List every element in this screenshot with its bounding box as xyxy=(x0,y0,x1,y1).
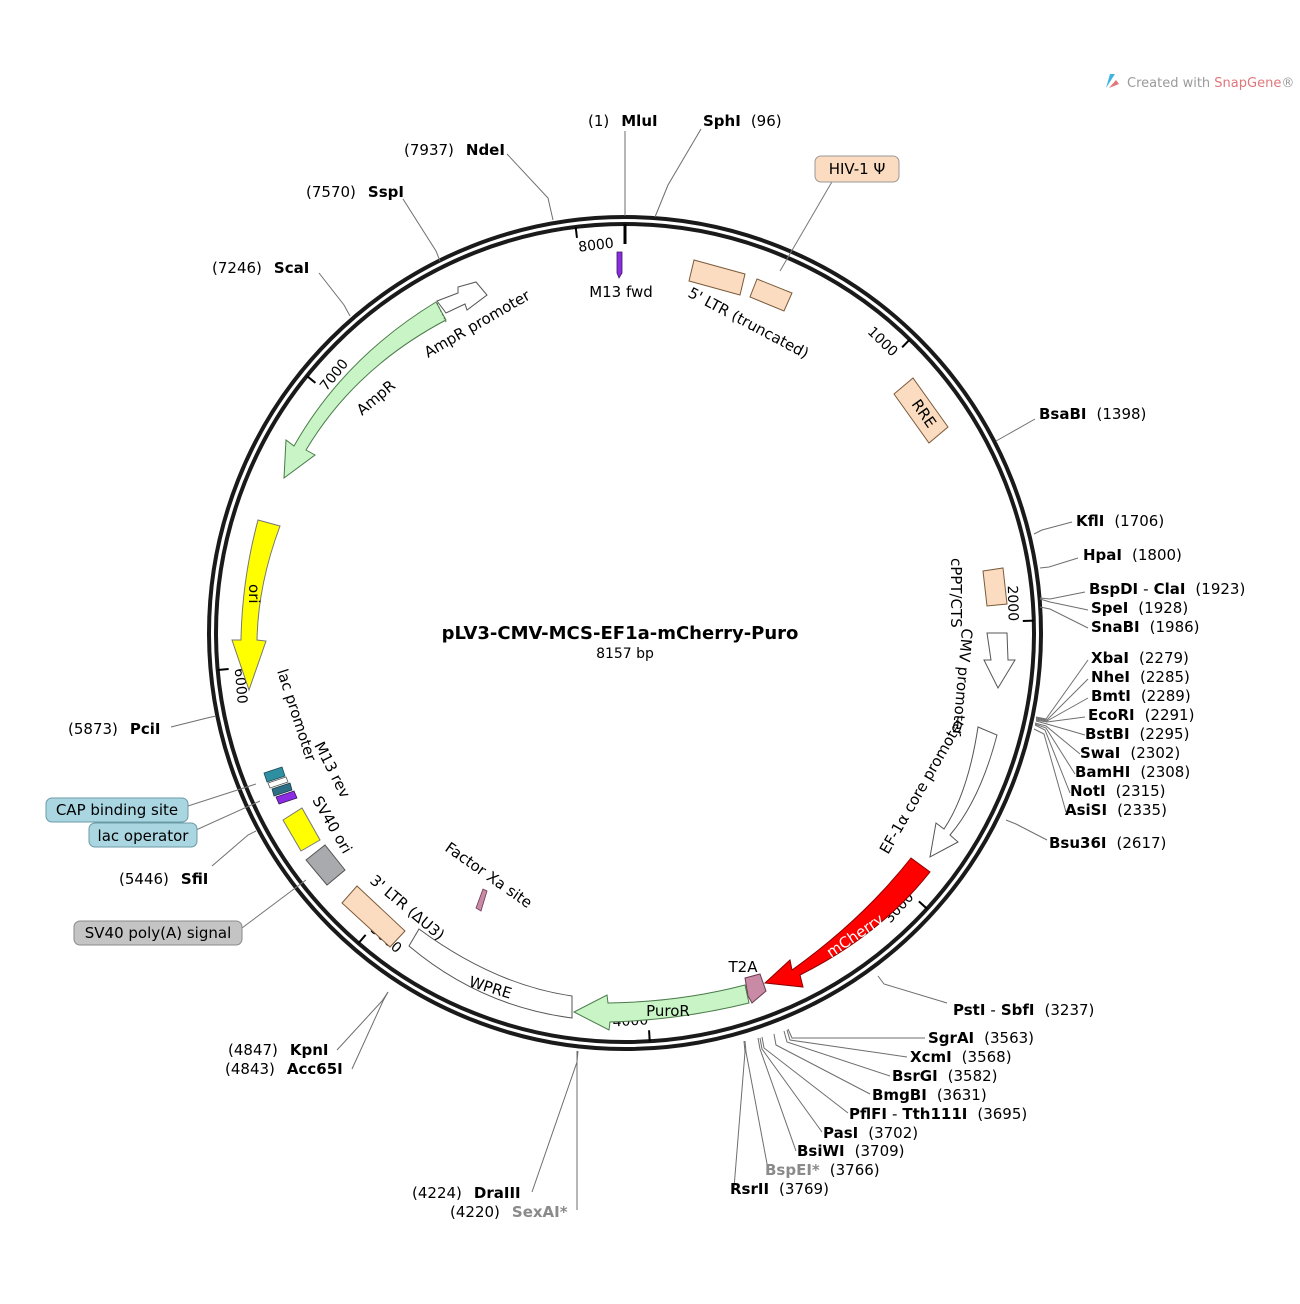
feature-ori[interactable]: ori xyxy=(232,520,280,690)
enzyme-sphi[interactable]: SphI(96) xyxy=(703,112,782,130)
enzyme-bsiwi[interactable]: BsiWI(3709) xyxy=(797,1142,905,1160)
label-sv40-ori: SV40 ori xyxy=(309,793,356,857)
enzyme-swai[interactable]: SwaI(2302) xyxy=(1080,744,1180,762)
enzyme-ndei[interactable]: (7937)NdeI xyxy=(404,141,505,159)
enzyme-mlui[interactable]: (1)MluI xyxy=(588,112,658,130)
enzyme-bsabi[interactable]: BsaBI(1398) xyxy=(1039,405,1146,423)
enzyme-bspdi-clai[interactable]: BspDI-ClaI(1923) xyxy=(1089,580,1245,598)
feature-sv40-polya[interactable]: SV40 poly(A) signal xyxy=(74,880,306,945)
tick-5000 xyxy=(358,935,365,943)
snapgene-logo-icon xyxy=(1106,74,1119,88)
enzyme-sspi[interactable]: (7570)SspI xyxy=(306,183,404,201)
tick-3000 xyxy=(919,901,927,908)
label-puror: PuroR xyxy=(646,1002,690,1020)
enzyme-bstbi[interactable]: BstBI(2295) xyxy=(1085,725,1189,743)
label-m13-rev: M13 rev xyxy=(310,739,354,801)
enzyme-acc65i[interactable]: (4843)Acc65I xyxy=(225,1060,343,1078)
enzyme-psti-sbfi[interactable]: PstI-SbfI(3237) xyxy=(953,1001,1094,1019)
label-5-ltr: 5' LTR (truncated) xyxy=(685,284,812,363)
enzyme-pasi[interactable]: PasI(3702) xyxy=(823,1124,918,1142)
feature-wpre[interactable]: WPRE xyxy=(409,929,572,1018)
feature-rre[interactable]: RRE xyxy=(894,378,948,443)
enzyme-snabi[interactable]: SnaBI(1986) xyxy=(1091,618,1200,636)
label-hiv1-psi: HIV-1 Ψ xyxy=(829,160,886,178)
tick-1000 xyxy=(902,339,910,347)
snapgene-credit: Created with SnapGene® xyxy=(1106,74,1294,91)
label-cppt-cts: cPPT/CTS xyxy=(947,558,965,628)
plasmid-size: 8157 bp xyxy=(596,646,654,662)
enzyme-bamhi[interactable]: BamHI(2308) xyxy=(1075,763,1190,781)
tick-7000 xyxy=(307,376,316,383)
enzyme-xcmi[interactable]: XcmI(3568) xyxy=(910,1048,1012,1066)
tick-4000 xyxy=(649,1030,650,1041)
enzyme-bsu36i[interactable]: Bsu36I(2617) xyxy=(1049,834,1166,852)
feature-puror[interactable]: PuroR xyxy=(574,985,749,1030)
label-ef1a-promoter: EF-1α core promoter xyxy=(876,713,969,857)
enzyme-bspei[interactable]: BspEI*(3766) xyxy=(765,1161,880,1179)
enzyme-hpai[interactable]: HpaI(1800) xyxy=(1083,546,1182,564)
feature-3-ltr[interactable]: 3' LTR (ΔU3) xyxy=(342,871,448,947)
enzyme-xbai[interactable]: XbaI(2279) xyxy=(1091,649,1189,667)
feature-mcherry[interactable]: mCherry xyxy=(765,858,930,987)
feature-5-ltr[interactable]: 5' LTR (truncated) xyxy=(685,260,812,362)
enzyme-scai[interactable]: (7246)ScaI xyxy=(212,259,309,277)
tick-8000 xyxy=(576,227,577,238)
enzyme-bsrgi[interactable]: BsrGI(3582) xyxy=(892,1067,998,1085)
label-sv40-polya: SV40 poly(A) signal xyxy=(85,924,231,942)
feature-factor-xa[interactable]: Factor Xa site xyxy=(442,839,536,912)
credit-brand: SnapGene xyxy=(1214,76,1281,91)
enzyme-nhei[interactable]: NheI(2285) xyxy=(1091,668,1190,686)
feature-cap-binding-site[interactable]: CAP binding site xyxy=(46,784,256,822)
credit-prefix: Created with xyxy=(1127,76,1214,91)
enzyme-pcii[interactable]: (5873)PciI xyxy=(68,720,161,738)
tick-6000 xyxy=(218,669,229,670)
enzyme-sfii[interactable]: (5446)SfiI xyxy=(119,870,208,888)
svg-text:Created with SnapGene®: Created with SnapGene® xyxy=(1127,76,1294,91)
label-t2a: T2A xyxy=(728,958,759,976)
label-ori: ori xyxy=(245,584,263,604)
enzyme-spei[interactable]: SpeI(1928) xyxy=(1091,599,1188,617)
feature-m13-fwd[interactable]: M13 fwd xyxy=(589,252,653,301)
enzyme-noti[interactable]: NotI(2315) xyxy=(1070,782,1166,800)
label-cap-binding-site: CAP binding site xyxy=(56,801,178,819)
enzyme-sgrai[interactable]: SgrAI(3563) xyxy=(928,1029,1034,1047)
enzyme-draiii[interactable]: (4224)DraIII xyxy=(412,1184,521,1202)
label-m13-fwd: M13 fwd xyxy=(589,283,653,301)
feature-cppt-cts[interactable]: cPPT/CTS xyxy=(947,558,1007,628)
label-factor-xa: Factor Xa site xyxy=(442,839,536,912)
enzyme-ecori[interactable]: EcoRI(2291) xyxy=(1088,706,1194,724)
enzyme-rsrii[interactable]: RsrII(3769) xyxy=(730,1180,829,1198)
enzyme-asisi[interactable]: AsiSI(2335) xyxy=(1065,801,1167,819)
tick-label-1000: 1000 xyxy=(864,324,901,360)
enzyme-sexai[interactable]: (4220)SexAI* xyxy=(450,1203,568,1221)
tick-label-8000: 8000 xyxy=(577,236,614,256)
enzyme-bmgbi[interactable]: BmgBI(3631) xyxy=(872,1086,987,1104)
plasmid-name: pLV3-CMV-MCS-EF1a-mCherry-Puro xyxy=(442,623,799,644)
credit-suffix: ® xyxy=(1281,76,1294,91)
feature-lac-region[interactable]: lac promoter M13 rev xyxy=(264,667,354,804)
enzyme-pflfi-tth111i[interactable]: PflFI-Tth111I(3695) xyxy=(849,1105,1027,1123)
enzyme-bmti[interactable]: BmtI(2289) xyxy=(1091,687,1191,705)
label-ampr: AmpR xyxy=(353,376,399,419)
feature-ampr[interactable]: AmpR xyxy=(284,302,446,478)
enzyme-kpni[interactable]: (4847)KpnI xyxy=(228,1041,329,1059)
enzyme-kfli[interactable]: KflI(1706) xyxy=(1076,512,1164,530)
label-lac-operator: lac operator xyxy=(98,827,190,845)
